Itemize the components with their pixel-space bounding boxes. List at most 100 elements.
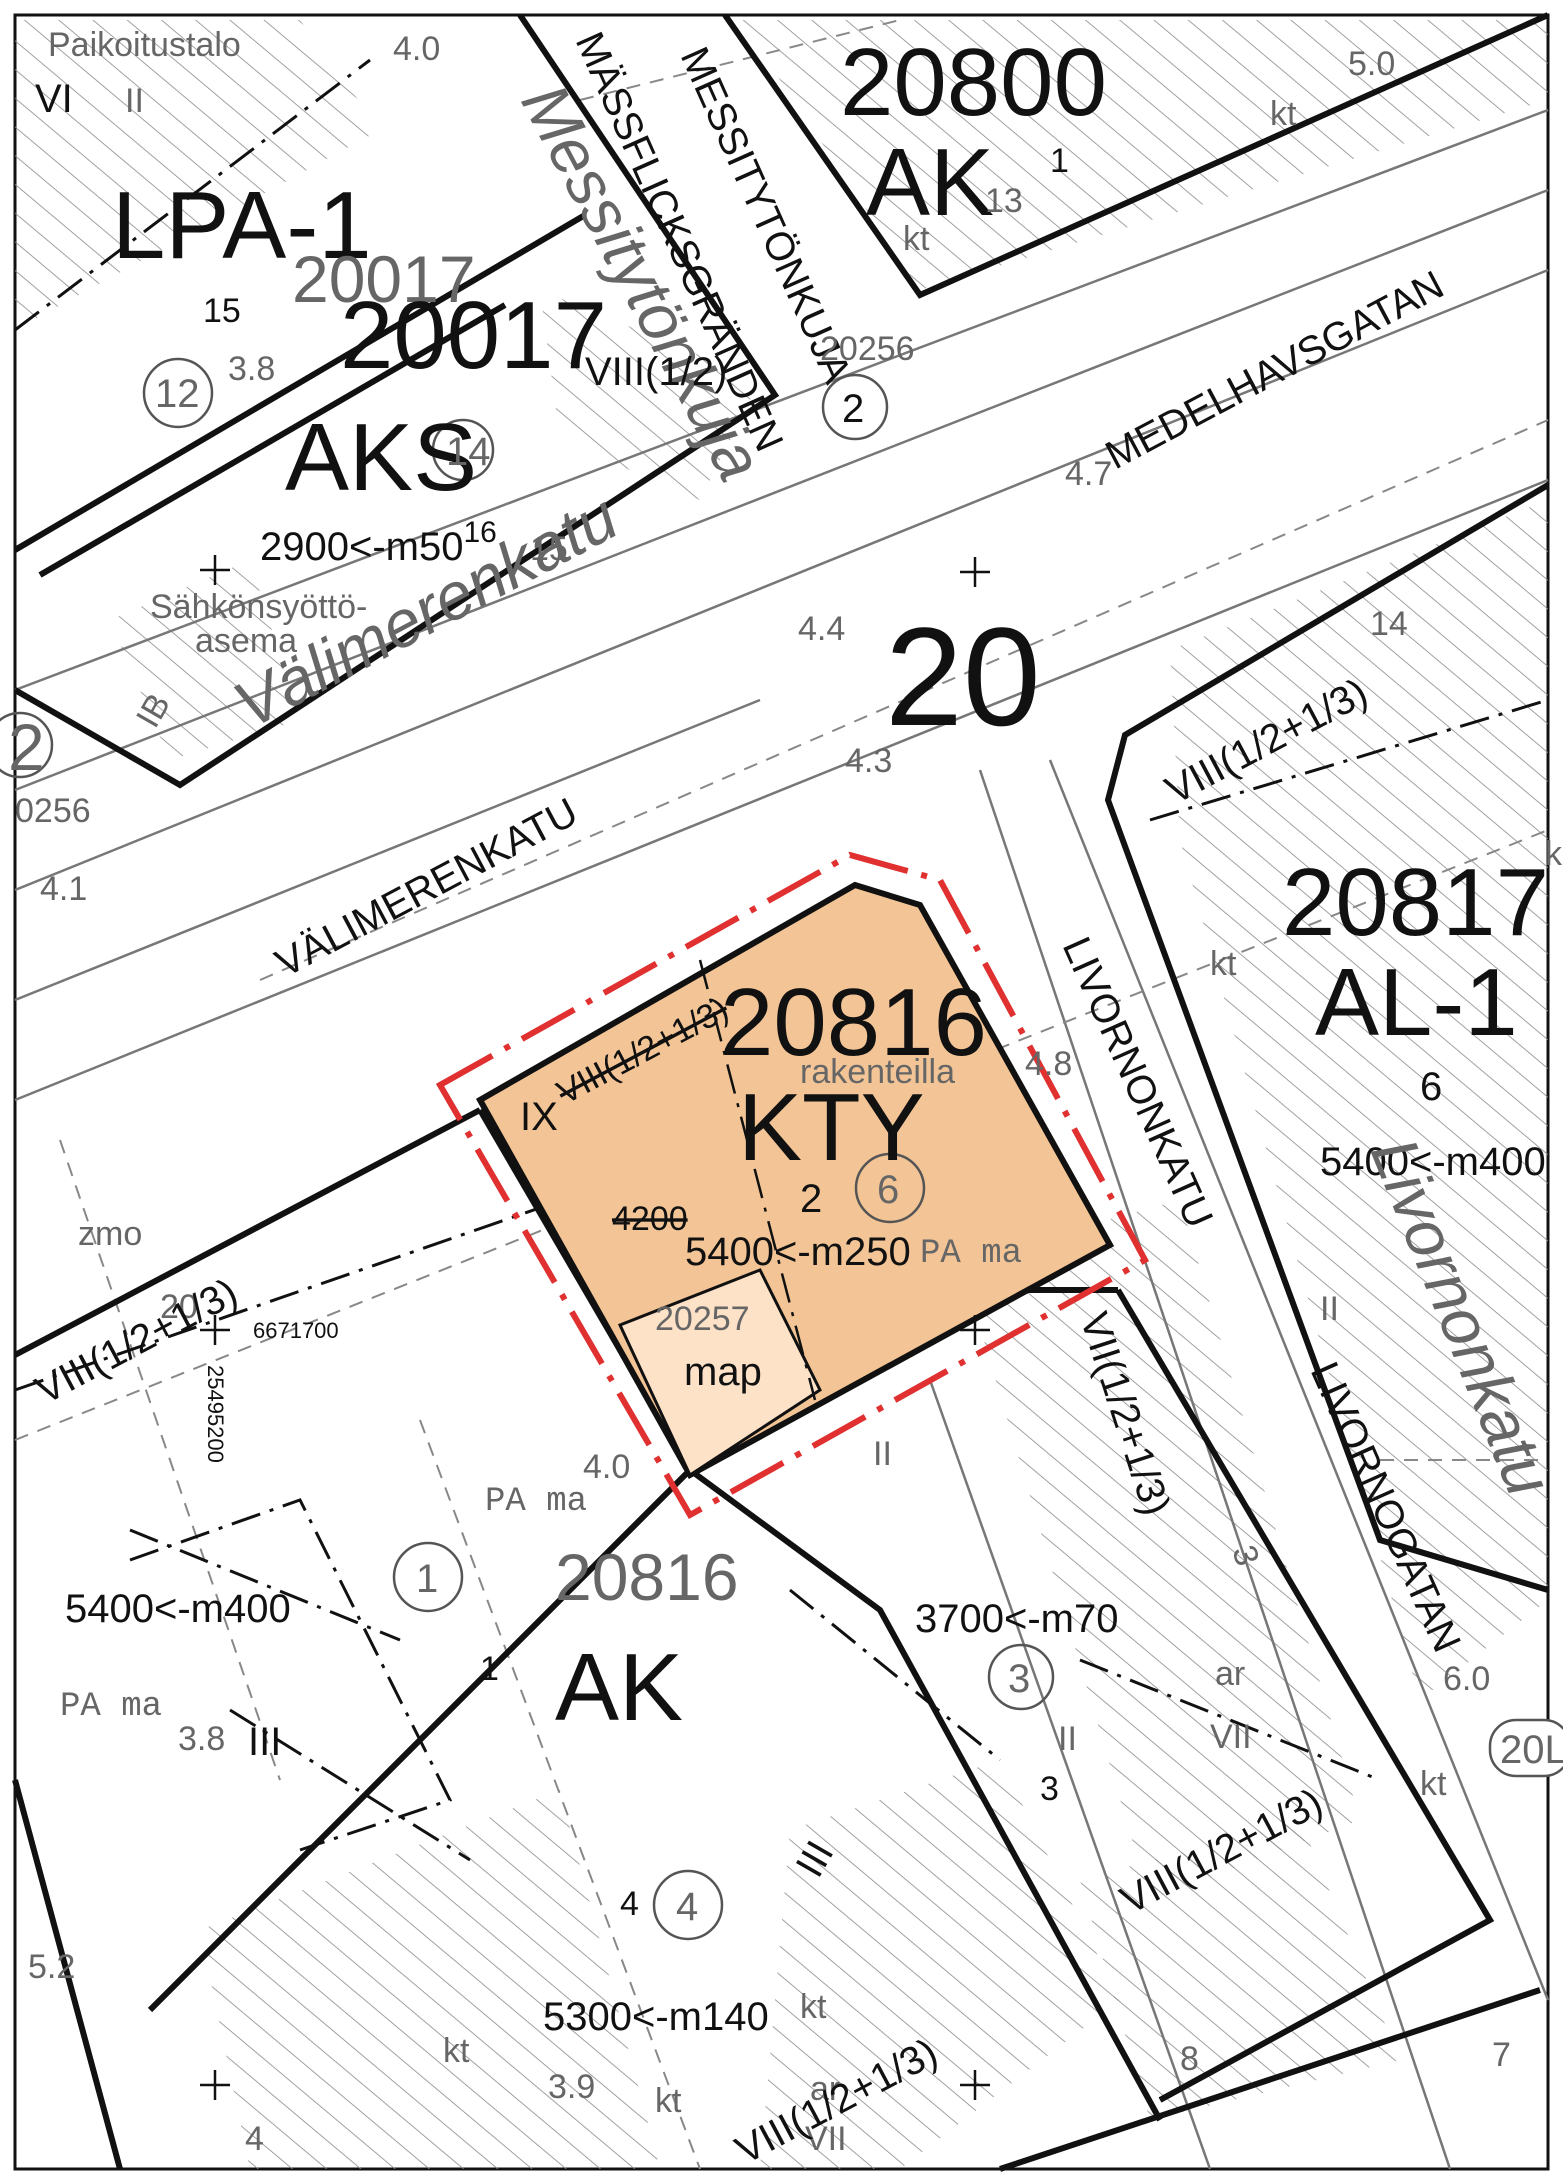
label-circle-12: 12: [155, 372, 200, 416]
label-4200: 4200: [612, 1200, 688, 1238]
dash-dot-boundaries: [14, 58, 1549, 1862]
label-block-20816-grey: 20816: [555, 1540, 739, 1614]
label-circle-14: 14: [446, 430, 491, 474]
label-3-b: 3: [1040, 1770, 1059, 1808]
label-kty: KTY: [738, 1074, 925, 1181]
label-lpa-1: LPA-1: [112, 172, 372, 279]
label-7: 7: [1492, 2036, 1511, 2074]
label-efficiency-5400-kty: 5400<-m250: [685, 1230, 911, 1274]
label-block-20257: 20257: [655, 1300, 750, 1338]
label-2-kty: 2: [800, 1177, 822, 1221]
street-lines: [14, 108, 1550, 2170]
label-block-20017-grey: 20017: [292, 242, 476, 316]
label-circle-6: 6: [877, 1168, 899, 1212]
label-vi: VI: [35, 77, 73, 121]
label-height-4-7: 4.7: [1065, 455, 1112, 493]
label-ii-row: II: [1320, 1290, 1339, 1328]
label-4: 4: [620, 1885, 639, 1923]
label-height-4-0-mid: 4.0: [583, 1448, 630, 1486]
label-pa-ma-mid: PA ma: [485, 1483, 587, 1521]
label-height-3-8-top: 3.8: [228, 350, 275, 388]
label-height-4-1: 4.1: [40, 870, 87, 908]
label-ar-b: ar: [810, 2070, 840, 2108]
label-map: map: [684, 1350, 762, 1394]
label-circle-3: 3: [1008, 1657, 1030, 1701]
label-circle-4: 4: [676, 1885, 698, 1929]
label-kt-top-2: kt: [1270, 95, 1297, 133]
label-kt-bottom-1: kt: [800, 1988, 827, 2026]
label-height-4-4: 4.4: [798, 610, 845, 648]
map-subarea: [617, 1268, 822, 1478]
label-20-left: 20: [160, 1288, 198, 1326]
label-kt-right: kt: [1210, 945, 1237, 983]
label-zmo: zmo: [78, 1215, 142, 1253]
label-8-bottom: 8: [1180, 2040, 1199, 2078]
label-efficiency-5300: 5300<-m140: [543, 1995, 769, 2039]
label-block-20017: 20017: [340, 282, 607, 389]
label-kt-bottom-2: kt: [443, 2032, 470, 2070]
label-height-4-8: 4.8: [1025, 1045, 1072, 1083]
label-ii-top: II: [125, 82, 144, 120]
label-efficiency-3700: 3700<-m70: [915, 1597, 1118, 1641]
label-4-bottom: 4: [245, 2120, 264, 2158]
kty-plot: [435, 851, 1150, 1520]
label-height-3-8-left: 3.8: [178, 1720, 225, 1758]
label-block-20800: 20800: [840, 29, 1107, 136]
label-viii-half: VIII(1/2): [585, 350, 727, 394]
label-circle-2-top: 2: [842, 387, 864, 431]
label-height-4-0-top: 4.0: [393, 30, 440, 68]
label-15-mid: 15: [530, 530, 568, 568]
label-vii-b: VII: [1210, 1718, 1252, 1756]
label-sahkonsyotto: Sähkönsyöttö-: [150, 588, 367, 626]
label-k-right: k: [1545, 835, 1563, 873]
plot-circles: [0, 357, 1055, 1941]
label-block-20: 20: [885, 598, 1041, 755]
label-6-right: 6: [1420, 1065, 1442, 1109]
label-height-6-0: 6.0: [1443, 1660, 1490, 1698]
label-circle-2-left: 2: [8, 710, 45, 784]
label-height-3-9: 3.9: [548, 2068, 595, 2106]
label-20l: 20L: [1500, 1728, 1563, 1772]
label-ii-low: II: [1058, 1720, 1077, 1758]
label-1-top: 1: [1050, 142, 1069, 180]
label-efficiency-5400-right: 5400<-m400: [1320, 1140, 1546, 1184]
label-block-20817: 20817: [1282, 849, 1549, 956]
survey-crosses: [200, 555, 990, 2100]
label-block-20816-kty: 20816: [720, 969, 987, 1076]
label-height-5-0: 5.0: [1348, 45, 1395, 83]
label-paikoitustalo: Paikoitustalo: [48, 26, 241, 64]
label-ix: IX: [520, 1095, 558, 1139]
label-kt-bottom-3: kt: [655, 2082, 682, 2120]
label-ak-top: AK: [866, 129, 994, 236]
label-asema: asema: [195, 622, 297, 660]
label-14: 14: [1370, 605, 1408, 643]
label-kt-low-right: kt: [1420, 1765, 1447, 1803]
label-circle-1: 1: [416, 1557, 438, 1601]
label-0256-left: 0256: [15, 792, 91, 830]
label-aks: AKS: [285, 404, 477, 511]
label-ar-a: ar: [1215, 1655, 1245, 1693]
label-ii-mid: II: [873, 1435, 892, 1473]
label-iii-left: III: [248, 1720, 281, 1764]
label-1-mid: 1: [480, 1650, 499, 1688]
label-efficiency-5400-left: 5400<-m400: [65, 1587, 291, 1631]
kty-inner-line: [698, 959, 817, 1401]
label-coordinate-north: 6671700: [253, 1318, 339, 1343]
label-kt-top-1: kt: [903, 220, 930, 258]
label-13: 13: [985, 182, 1023, 220]
label-height-4-3: 4.3: [845, 742, 892, 780]
label-15-left: 15: [203, 292, 241, 330]
label-ak-mid: AK: [555, 1634, 683, 1741]
label-vii-bottom: VII: [805, 2120, 847, 2158]
label-rakenteilla: rakenteilla: [800, 1053, 955, 1091]
label-pa-ma-kty: PA ma: [920, 1235, 1022, 1273]
label-coordinate-east: 25495200: [203, 1365, 228, 1463]
hatched-areas: [15, 20, 1548, 2169]
label-block-20256: 20256: [820, 330, 915, 368]
label-al-1: AL-1: [1315, 949, 1518, 1056]
label-20l-box: 20L: [1488, 1718, 1563, 1778]
label-pa-ma-left: PA ma: [60, 1688, 162, 1726]
label-efficiency-2900: 2900<-m5016: [260, 516, 497, 569]
label-height-5-2: 5.2: [28, 1948, 75, 1986]
